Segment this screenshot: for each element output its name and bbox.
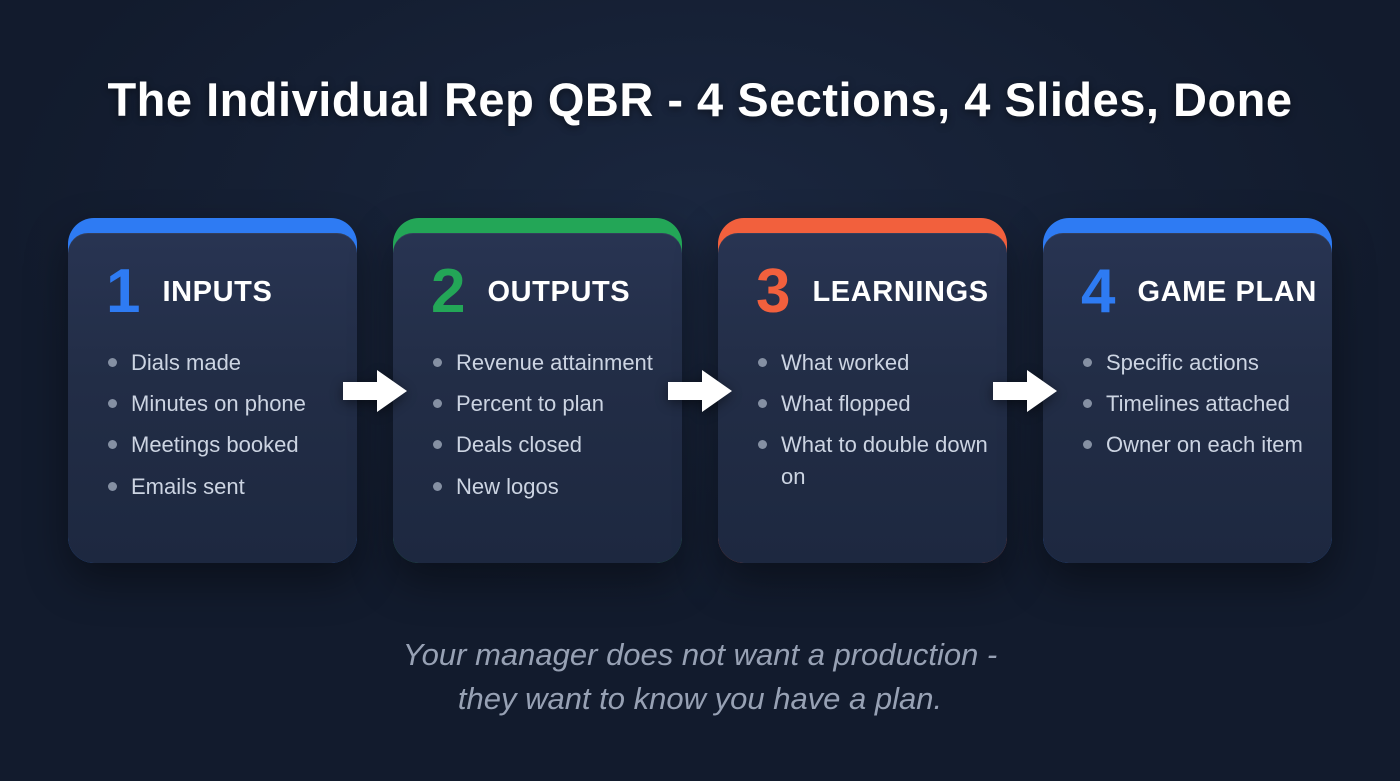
bullet-list: Specific actions Timelines attached Owne… bbox=[1043, 323, 1332, 461]
card-game-plan: 4 GAME PLAN Specific actions Timelines a… bbox=[1043, 218, 1332, 563]
footer-line-2: they want to know you have a plan. bbox=[457, 681, 943, 717]
arrow-right-icon bbox=[993, 367, 1057, 415]
arrow-right-icon bbox=[343, 367, 407, 415]
card-number: 3 bbox=[756, 257, 791, 326]
card-header: 3 LEARNINGS bbox=[718, 233, 1007, 323]
arrow-right-icon bbox=[668, 367, 732, 415]
bullet-item: Dials made bbox=[106, 347, 339, 378]
card-number: 4 bbox=[1081, 257, 1116, 326]
bullet-item: What flopped bbox=[756, 388, 989, 419]
bullet-item: Revenue attainment bbox=[431, 347, 664, 378]
card-body: 2 OUTPUTS Revenue attainment Percent to … bbox=[393, 233, 682, 563]
card-number: 1 bbox=[106, 257, 141, 326]
card-heading: OUTPUTS bbox=[487, 275, 631, 308]
bullet-item: Owner on each item bbox=[1081, 429, 1314, 460]
bullet-list: Revenue attainment Percent to plan Deals… bbox=[393, 323, 682, 502]
bullet-item: What worked bbox=[756, 347, 989, 378]
card-body: 1 INPUTS Dials made Minutes on phone Mee… bbox=[68, 233, 357, 563]
bullet-item: Timelines attached bbox=[1081, 388, 1314, 419]
bullet-item: Percent to plan bbox=[431, 388, 664, 419]
footer-line-1: Your manager does not want a production … bbox=[402, 637, 998, 672]
card-learnings: 3 LEARNINGS What worked What flopped Wha… bbox=[718, 218, 1007, 563]
bullet-item: Meetings booked bbox=[106, 429, 339, 460]
bullet-item: Deals closed bbox=[431, 429, 664, 460]
bullet-item: Emails sent bbox=[106, 471, 339, 502]
bullet-item: Specific actions bbox=[1081, 347, 1314, 378]
card-heading: GAME PLAN bbox=[1137, 275, 1317, 308]
card-header: 1 INPUTS bbox=[68, 233, 357, 323]
card-heading: LEARNINGS bbox=[812, 275, 989, 308]
card-body: 3 LEARNINGS What worked What flopped Wha… bbox=[718, 233, 1007, 563]
card-header: 4 GAME PLAN bbox=[1043, 233, 1332, 323]
bullet-item: New logos bbox=[431, 471, 664, 502]
card-body: 4 GAME PLAN Specific actions Timelines a… bbox=[1043, 233, 1332, 563]
footer-quote: Your manager does not want a production … bbox=[0, 633, 1400, 721]
page-title: The Individual Rep QBR - 4 Sections, 4 S… bbox=[107, 73, 1293, 126]
bullet-list: What worked What flopped What to double … bbox=[718, 323, 1007, 492]
card-number: 2 bbox=[431, 257, 466, 326]
card-outputs: 2 OUTPUTS Revenue attainment Percent to … bbox=[393, 218, 682, 563]
card-inputs: 1 INPUTS Dials made Minutes on phone Mee… bbox=[68, 218, 357, 563]
cards-row: 1 INPUTS Dials made Minutes on phone Mee… bbox=[68, 218, 1332, 563]
card-header: 2 OUTPUTS bbox=[393, 233, 682, 323]
bullet-item: Minutes on phone bbox=[106, 388, 339, 419]
card-heading: INPUTS bbox=[162, 275, 273, 308]
bullet-item: What to double down on bbox=[756, 429, 989, 491]
bullet-list: Dials made Minutes on phone Meetings boo… bbox=[68, 323, 357, 502]
